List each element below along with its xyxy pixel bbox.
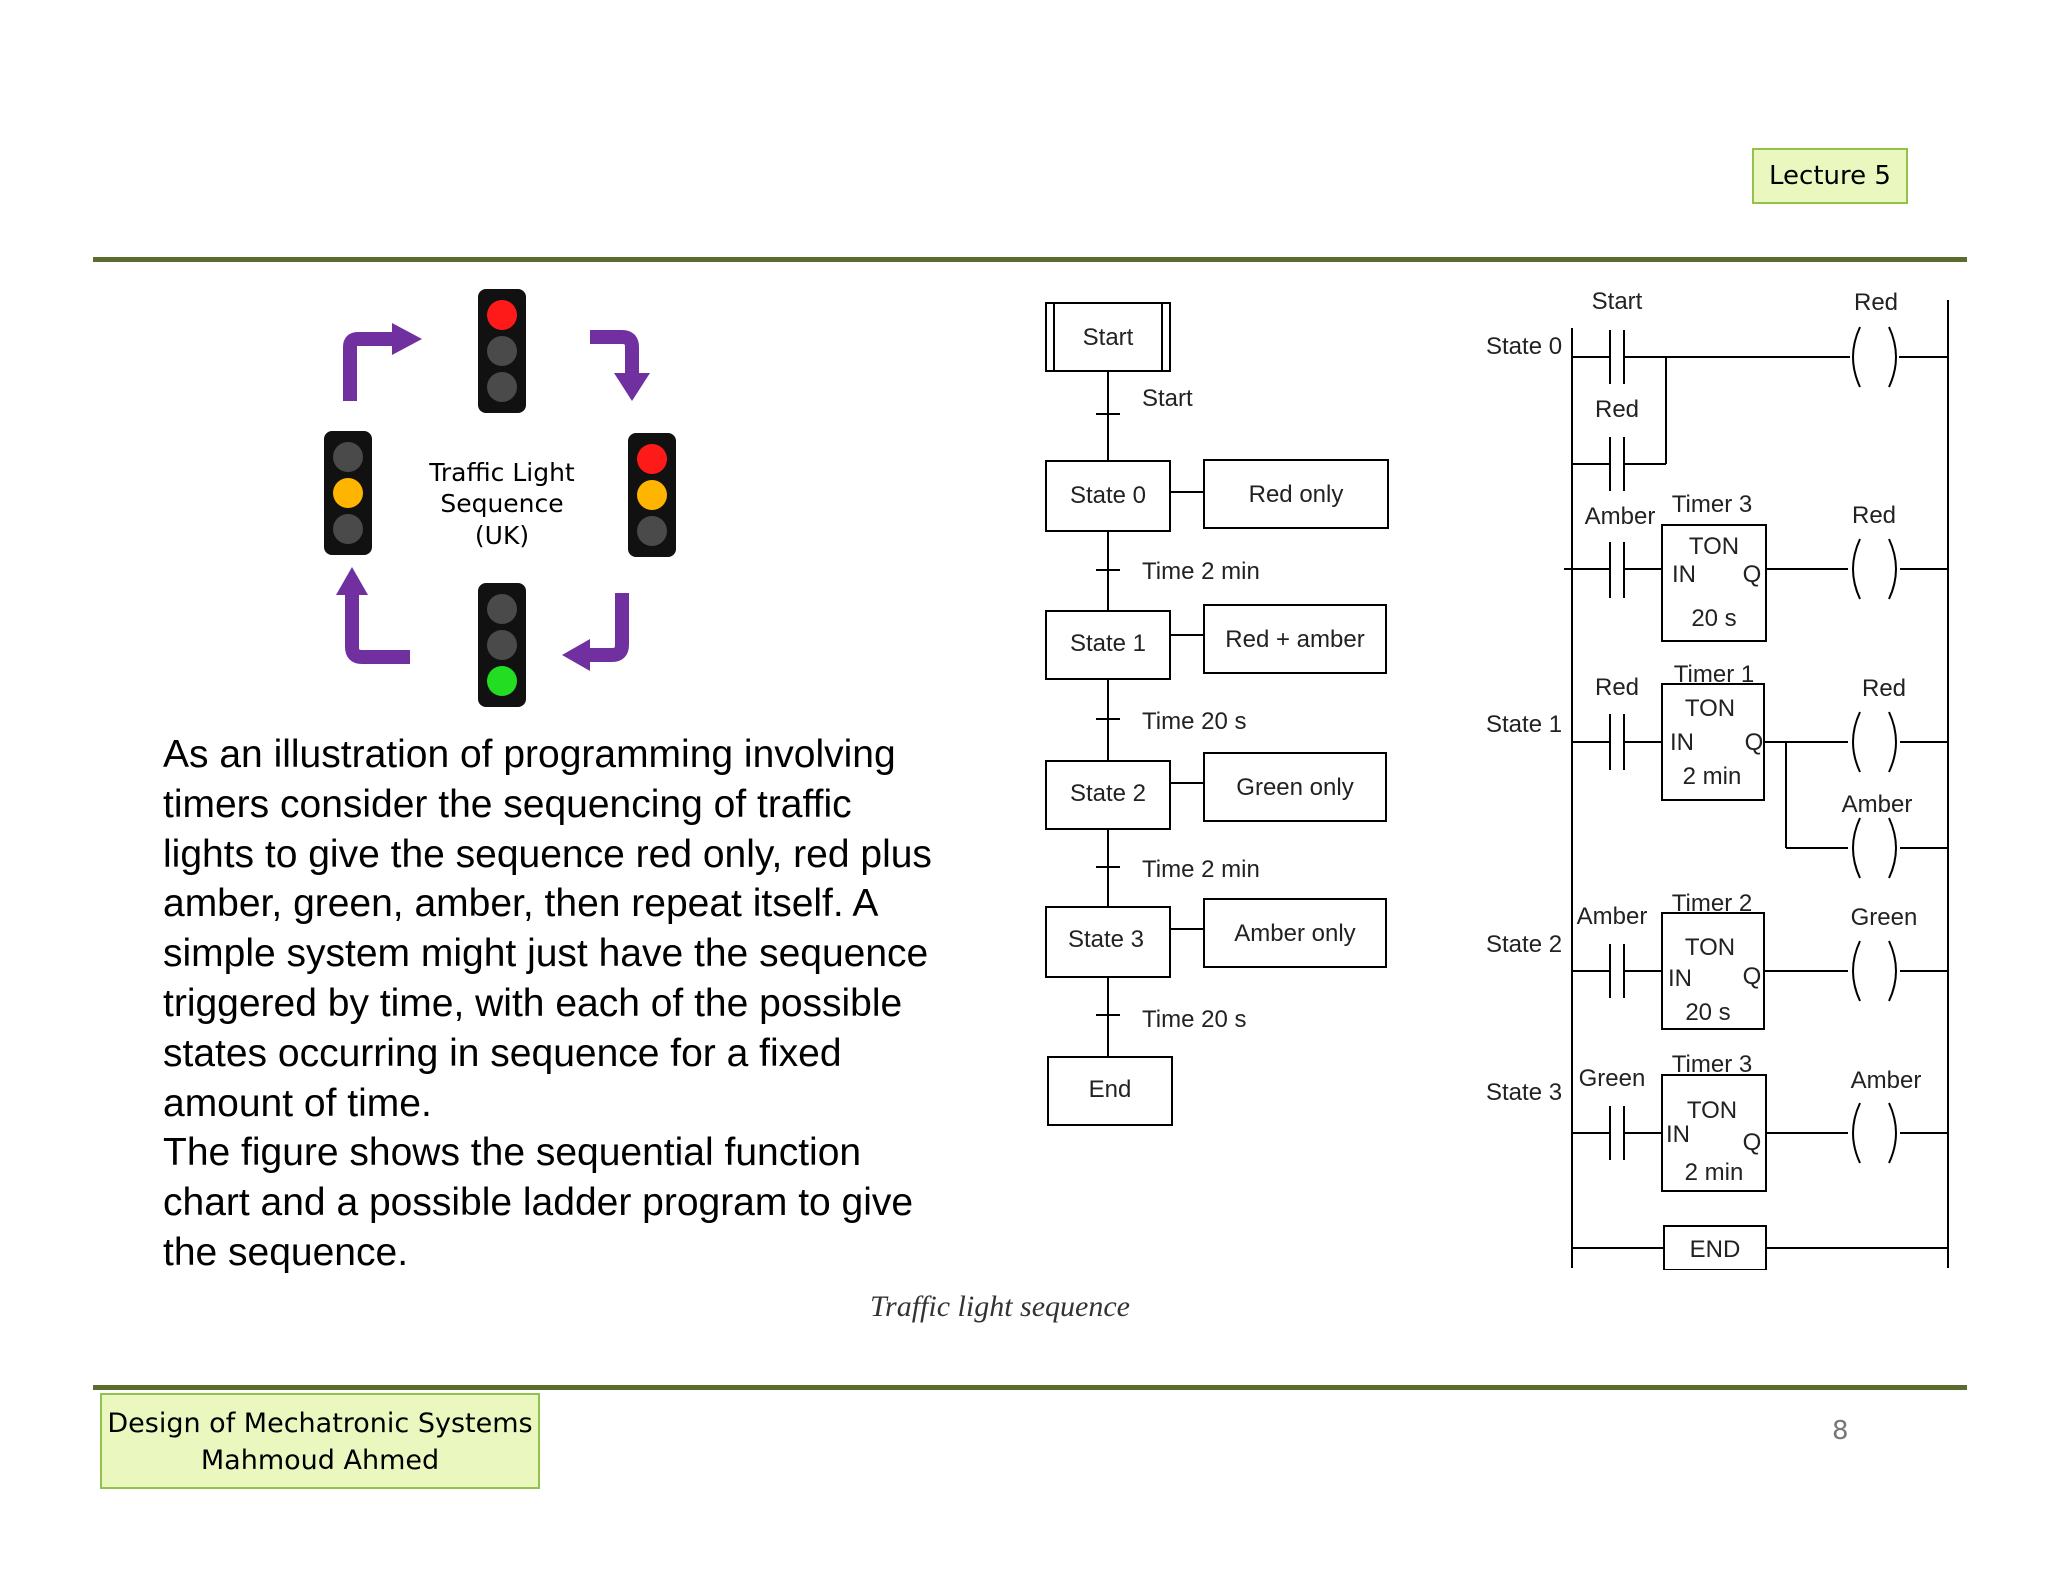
ladder-contact-label: Red: [1595, 396, 1639, 423]
ladder-contact-label: Amber: [1585, 503, 1656, 530]
sfc-end-label: End: [1089, 1076, 1132, 1103]
sfc-action-3: [1203, 898, 1387, 968]
ladder-coil-label: Red: [1852, 502, 1896, 529]
figure-caption: Traffic light sequence: [870, 1290, 1130, 1323]
timer-preset: 2 min: [1685, 1159, 1744, 1186]
body-paragraph-2: The figure shows the sequential function…: [163, 1131, 914, 1274]
traffic-light-red-amber: [628, 433, 676, 557]
timer-type: TON: [1685, 695, 1735, 722]
sfc-action-label: Green only: [1236, 774, 1353, 801]
traffic-light-amber: [324, 431, 372, 555]
sequential-function-chart: Start State 0 State 1 State 2 State 3 En…: [1045, 302, 1389, 1126]
ladder-state-label: State 0: [1486, 333, 1562, 360]
sfc-step-2: [1045, 760, 1171, 830]
illustration-title-line2: Sequence: [440, 489, 563, 518]
ladder-state-label: State 1: [1486, 711, 1562, 738]
arrow-icon: [590, 330, 639, 373]
timer-preset: 20 s: [1685, 999, 1730, 1026]
sfc-transition-label: Time 2 min: [1142, 558, 1260, 585]
traffic-light-green: [478, 583, 526, 707]
ladder-diagram: State 0 State 1 State 2 State 3 Start Re…: [1486, 288, 1949, 1270]
ladder-timer-label: Timer 3: [1672, 491, 1752, 518]
sfc-transition-label: Time 20 s: [1142, 708, 1246, 735]
timer-q: Q: [1745, 729, 1764, 756]
timer-preset: 2 min: [1683, 763, 1742, 790]
footer-box: Design of Mechatronic Systems Mahmoud Ah…: [100, 1393, 540, 1489]
sfc-action-label: Amber only: [1234, 920, 1355, 947]
timer-type: TON: [1685, 934, 1735, 961]
ladder-state-label: State 3: [1486, 1079, 1562, 1106]
sfc-step-label: State 2: [1070, 780, 1146, 807]
ladder-coil-label: Green: [1851, 904, 1918, 931]
ladder-contact-label: Green: [1579, 1065, 1646, 1092]
sfc-action-label: Red only: [1249, 481, 1344, 508]
body-paragraph-1: As an illustration of programming involv…: [163, 733, 932, 1125]
illustration-title-line1: Traffic Light: [428, 458, 575, 487]
timer-in: IN: [1672, 561, 1696, 588]
illustration-title-line3: (UK): [475, 521, 529, 550]
bottom-rule: [93, 1385, 1967, 1390]
ladder-coil-label: Red: [1854, 289, 1898, 316]
traffic-light-illustration: Traffic Light Sequence (UK): [324, 289, 676, 707]
timer-type: TON: [1687, 1097, 1737, 1124]
sfc-step-0: [1045, 460, 1171, 532]
sfc-step-1: [1045, 610, 1171, 680]
ladder-state-label: State 2: [1486, 931, 1562, 958]
ladder-contact-label: Red: [1595, 674, 1639, 701]
ladder-contact-label: Amber: [1577, 903, 1648, 930]
ladder-timer-label: Timer 1: [1674, 661, 1754, 688]
timer-type: TON: [1689, 533, 1739, 560]
ladder-contact-label: Start: [1592, 288, 1643, 315]
ladder-timer-label: Timer 3: [1672, 1051, 1752, 1078]
sfc-transition-label: Start: [1142, 385, 1193, 412]
sfc-transition-label: Time 2 min: [1142, 856, 1260, 883]
arrow-icon: [343, 332, 392, 401]
sfc-transition-label: Time 20 s: [1142, 1006, 1246, 1033]
sfc-start-label: Start: [1083, 324, 1134, 351]
page-number: 8: [1832, 1416, 1849, 1446]
top-rule: [93, 257, 1967, 262]
sfc-action-2: [1203, 752, 1387, 822]
sfc-step-label: State 3: [1068, 926, 1144, 953]
footer-author: Mahmoud Ahmed: [200, 1445, 440, 1476]
footer-course: Design of Mechatronic Systems: [107, 1408, 533, 1439]
arrow-icon: [590, 593, 629, 662]
timer-q: Q: [1743, 1129, 1762, 1156]
timer-in: IN: [1670, 729, 1694, 756]
ladder-coil-label: Amber: [1842, 791, 1913, 818]
sfc-action-1: [1203, 604, 1387, 674]
ladder-coil-label: Red: [1862, 675, 1906, 702]
sfc-step-label: State 1: [1070, 630, 1146, 657]
ladder-end-label: END: [1690, 1236, 1741, 1263]
arrow-icon: [345, 595, 410, 664]
sfc-step-3: [1045, 906, 1171, 978]
ladder-timer-label: Timer 2: [1672, 890, 1752, 917]
sfc-end-box: [1047, 1056, 1173, 1126]
traffic-light-red-only: [478, 289, 526, 413]
ladder-coil-label: Amber: [1851, 1067, 1922, 1094]
sfc-step-label: State 0: [1070, 482, 1146, 509]
timer-in: IN: [1666, 1121, 1690, 1148]
sfc-action-label: Red + amber: [1225, 626, 1364, 653]
timer-preset: 20 s: [1691, 605, 1736, 632]
body-text: As an illustration of programming involv…: [163, 730, 943, 1278]
timer-q: Q: [1743, 561, 1762, 588]
timer-in: IN: [1668, 965, 1692, 992]
sfc-action-0: [1203, 459, 1389, 529]
timer-q: Q: [1743, 963, 1762, 990]
lecture-label: Lecture 5: [1752, 148, 1908, 204]
